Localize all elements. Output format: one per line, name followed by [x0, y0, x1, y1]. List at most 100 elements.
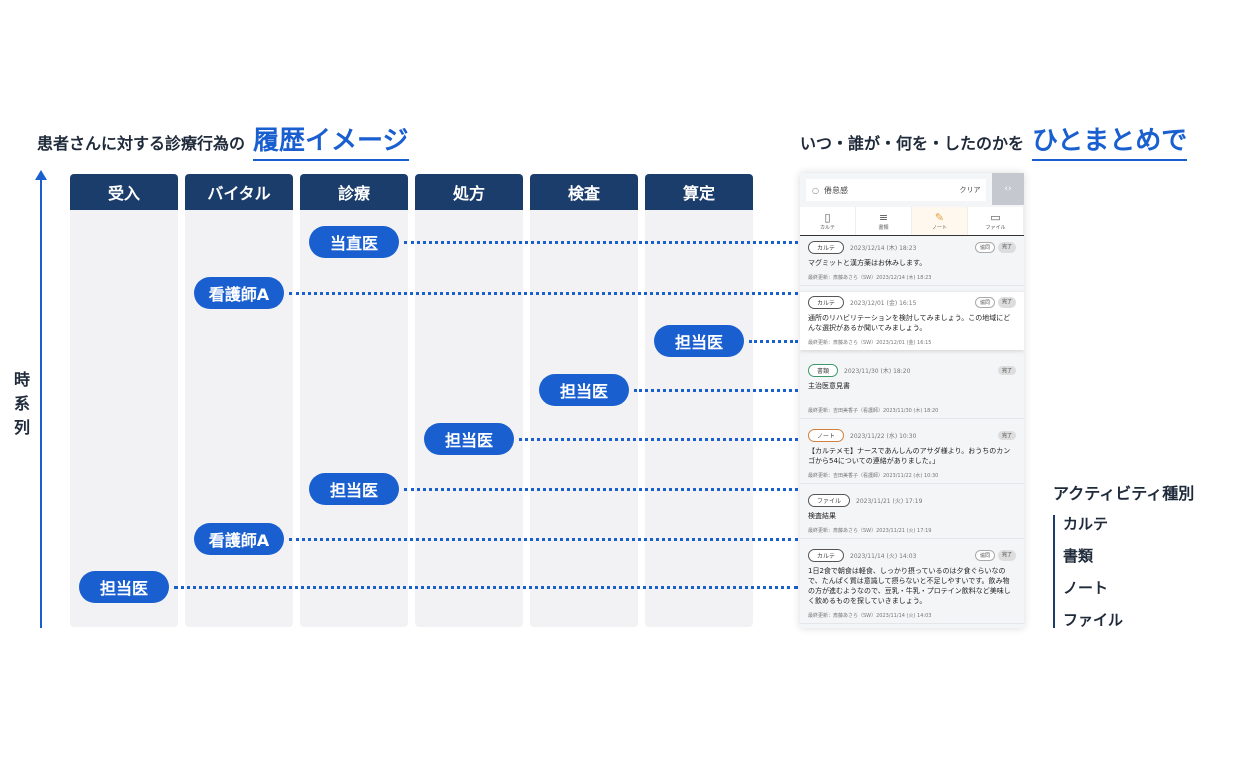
column-header: バイタル — [185, 174, 293, 210]
tab-bar: ▯カルテ≡書類✎ノート▭ファイル — [800, 207, 1024, 236]
activity-tag: 書類 — [808, 364, 839, 377]
event-actor-pill: 担当医 — [79, 571, 169, 603]
card-meta: 最終更新：斎藤あさら（SW）2023/11/21 (火) 17:19 — [808, 528, 932, 534]
left-title-prefix: 患者さんに対する診療行為の — [37, 134, 246, 153]
time-arrow-head-icon — [35, 170, 47, 180]
card-body: 通所のリハビリテーションを検討してみましょう。この地域にどんな選択があるか聞いて… — [808, 314, 1011, 332]
history-card[interactable]: ファイル 2023/11/21 (火) 17:19 検査結果最終更新：斎藤あさら（S… — [800, 490, 1024, 539]
card-datetime: 2023/11/21 (火) 17:19 — [856, 498, 923, 505]
column-5: 算定 — [645, 174, 753, 627]
status-badge: 協同 — [974, 297, 995, 308]
column-header: 算定 — [645, 174, 753, 210]
pencil-note-icon: ✎ — [934, 211, 945, 224]
code-toggle-icon[interactable]: ‹› — [992, 173, 1024, 205]
tab-1[interactable]: ≡書類 — [856, 207, 912, 235]
search-icon: ○ — [812, 185, 819, 195]
clear-button[interactable]: クリア — [954, 179, 986, 201]
card-header: ノート 2023/11/22 (水) 10:30 完了 — [808, 429, 1016, 442]
card-datetime: 2023/11/22 (水) 10:30 — [850, 433, 917, 440]
card-body: マグミットと漢方薬はお休みします。 — [808, 259, 927, 267]
badge-group: 完了 — [997, 431, 1016, 440]
activity-tag: カルテ — [808, 549, 845, 562]
event-actor-pill: 担当医 — [539, 374, 629, 406]
tab-label: 書類 — [878, 225, 889, 231]
axis-label: 時系列 — [13, 370, 30, 437]
status-badge: 完了 — [997, 550, 1016, 561]
tab-label: ノート — [931, 225, 947, 231]
card-header: ファイル 2023/11/21 (火) 17:19 — [808, 494, 1016, 507]
history-card[interactable]: 書類 2023/11/30 (木) 18:20 完了主治医意見書最終更新：吉田美香子… — [800, 360, 1024, 419]
status-badge: 完了 — [997, 297, 1016, 308]
legend-item: ファイル — [1063, 611, 1124, 629]
event-connector — [289, 538, 798, 541]
card-datetime: 2023/11/14 (火) 14:03 — [850, 553, 917, 560]
activity-tag: ノート — [808, 429, 845, 442]
activity-tag: カルテ — [808, 296, 845, 309]
event-actor-pill: 看護師A — [194, 277, 284, 309]
search-value: 倦怠感 — [823, 185, 848, 195]
event-actor-pill: 担当医 — [309, 473, 399, 505]
tab-3[interactable]: ▭ファイル — [968, 207, 1024, 235]
status-badge: 完了 — [997, 366, 1016, 375]
history-card[interactable]: カルテ 2023/11/14 (火) 14:03 協同完了 1日2食で朝食は軽食、しっ… — [800, 545, 1024, 624]
tab-2[interactable]: ✎ノート — [912, 207, 968, 235]
status-badge: 協同 — [974, 242, 995, 253]
event-connector — [404, 488, 798, 491]
card-meta: 最終更新：斎藤あさら（SW）2023/11/14 (火) 14:03 — [808, 613, 932, 619]
activity-tag: カルテ — [808, 241, 845, 254]
event-connector — [174, 586, 798, 589]
legend-item: ノート — [1063, 579, 1109, 597]
card-body: 検査結果 — [808, 512, 836, 520]
badge-group: 協同完了 — [974, 297, 1016, 308]
right-title-highlight: ひとまとめで — [1032, 120, 1188, 161]
card-datetime: 2023/12/14 (木) 18:23 — [850, 245, 917, 252]
event-connector — [634, 389, 798, 392]
tab-0[interactable]: ▯カルテ — [800, 207, 856, 235]
folder-icon: ▭ — [990, 211, 1001, 224]
event-connector — [289, 292, 798, 295]
column-3: 処方 — [415, 174, 523, 627]
event-connector — [519, 438, 798, 441]
event-actor-pill: 担当医 — [424, 423, 514, 455]
search-input[interactable]: ○ 倦怠感 — [806, 179, 986, 201]
badge-group: 完了 — [997, 366, 1016, 375]
clipboard-icon: ▯ — [824, 211, 831, 224]
document-icon: ≡ — [878, 211, 889, 224]
card-meta: 最終更新：吉田美香子（看護師）2023/11/30 (木) 18:20 — [808, 408, 939, 414]
tab-label: ファイル — [985, 225, 1006, 231]
legend-title: アクティビティ種別 — [1053, 484, 1195, 503]
badge-group: 協同完了 — [974, 550, 1016, 561]
right-title: いつ・誰が・何を・したのかをひとまとめで — [800, 120, 1188, 161]
status-badge: 完了 — [997, 431, 1016, 440]
activity-tag: ファイル — [808, 494, 851, 507]
event-actor-pill: 担当医 — [654, 325, 744, 357]
card-datetime: 2023/12/01 (金) 16:15 — [850, 300, 917, 307]
left-title: 患者さんに対する診療行為の履歴イメージ — [37, 120, 409, 161]
card-datetime: 2023/11/30 (木) 18:20 — [844, 368, 911, 375]
legend-divider — [1053, 515, 1055, 628]
column-0: 受入 — [70, 174, 178, 627]
card-meta: 最終更新：斎藤あさら（SW）2023/12/01 (金) 16:15 — [808, 340, 932, 346]
card-body: 主治医意見書 — [808, 382, 850, 390]
card-header: カルテ 2023/11/14 (火) 14:03 協同完了 — [808, 549, 1016, 562]
card-body: 1日2食で朝食は軽食、しっかり摂っているのは夕食ぐらいなので、たんぱく質は意識し… — [808, 567, 1011, 605]
column-1: バイタル — [185, 174, 293, 627]
card-header: カルテ 2023/12/01 (金) 16:15 協同完了 — [808, 296, 1016, 309]
history-card[interactable]: カルテ 2023/12/01 (金) 16:15 協同完了通所のリハビリテーションを… — [800, 292, 1024, 350]
column-header: 受入 — [70, 174, 178, 210]
status-badge: 協同 — [974, 550, 995, 561]
event-actor-pill: 看護師A — [194, 523, 284, 555]
event-connector — [404, 241, 798, 244]
card-meta: 最終更新：吉田美香子（看護師）2023/11/22 (水) 10:30 — [808, 473, 939, 479]
column-header: 検査 — [530, 174, 638, 210]
left-title-highlight: 履歴イメージ — [253, 120, 409, 161]
card-meta: 最終更新：斎藤あさら（SW）2023/12/14 (木) 18:23 — [808, 275, 932, 281]
column-header: 処方 — [415, 174, 523, 210]
right-title-prefix: いつ・誰が・何を・したのかを — [800, 134, 1025, 153]
legend-item: カルテ — [1063, 515, 1109, 533]
legend-item: 書類 — [1063, 547, 1094, 565]
